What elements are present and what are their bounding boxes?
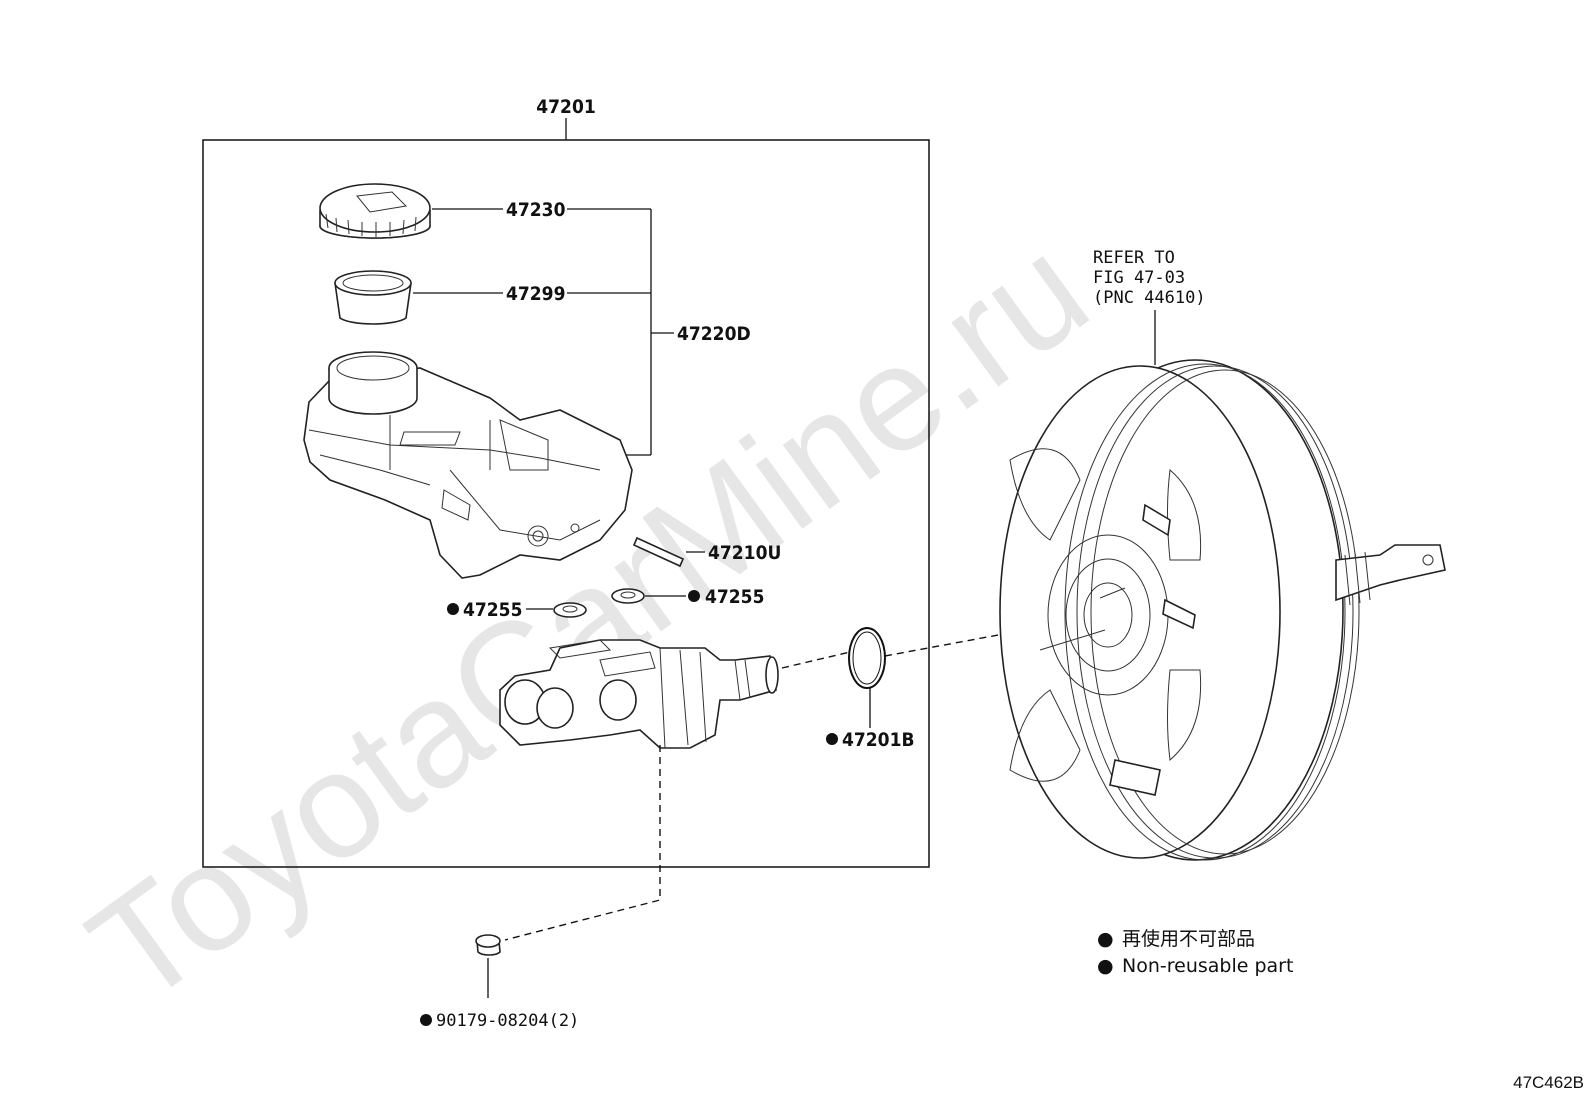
watermark-text: ToyotaCarMine.ru [60,204,1116,1036]
figure-id: 47C462B [1513,1073,1584,1092]
grommet-left-part [553,602,587,618]
legend: ● 再使用不可部品 ● Non-reusable part [1097,928,1293,977]
callout-47201B: 47201B [842,729,915,751]
callout-47255-right: 47255 [705,586,764,608]
grommet-right-part [611,588,645,604]
callout-47220D: 47220D [677,323,751,345]
pin-part [632,536,685,568]
legend-marker-1: ● [1097,928,1114,950]
dash-cylinder-plug [504,745,661,941]
callout-47230: 47230 [506,199,566,221]
legend-japanese: 再使用不可部品 [1122,928,1255,950]
reservoir-body-part [303,351,633,579]
assembly-label: 47201 [536,96,595,118]
non-reusable-marker-47201B [826,733,838,745]
non-reusable-marker-47255-right [688,590,700,602]
o-ring-part [848,627,886,689]
strainer-part [334,270,412,325]
master-cylinder-part [499,639,779,749]
brake-booster-part [999,359,1446,861]
callout-47299: 47299 [506,283,565,305]
callout-47255-left: 47255 [463,599,522,621]
refer-line-3: (PNC 44610) [1093,288,1206,308]
refer-line-2: FIG 47-03 [1093,268,1185,288]
refer-line-1: REFER TO [1093,248,1175,268]
legend-marker-2: ● [1097,955,1114,977]
non-reusable-marker-47255-left [447,603,459,615]
non-reusable-marker-plug [420,1014,432,1026]
plug-part [475,934,501,956]
legend-english: Non-reusable part [1122,955,1293,977]
dash-cylinder-oring [781,651,851,669]
callout-plug: 90179-08204(2) [436,1011,579,1031]
reservoir-cap-part [319,183,431,239]
callout-47210U: 47210U [708,542,781,564]
